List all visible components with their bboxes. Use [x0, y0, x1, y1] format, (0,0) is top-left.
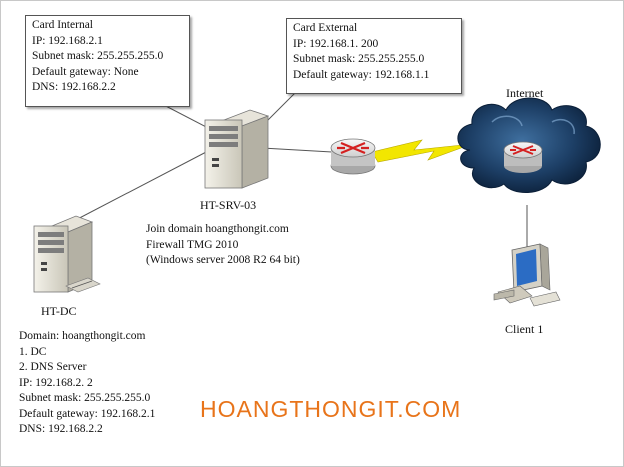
- card-external-ip: IP: 192.168.1. 200: [293, 37, 379, 50]
- server-tower-srv-icon: [204, 109, 270, 189]
- server-tower-dc-icon: [33, 215, 101, 293]
- card-internal-subnet: Subnet mask: 255.255.255.0: [32, 50, 164, 62]
- link-dc-srv: [67, 149, 211, 225]
- card-external-title: Card External: [293, 22, 358, 34]
- ht-dc-domain: Domain: hoangthongit.com: [19, 330, 146, 342]
- card-internal-title: Card Internal: [32, 19, 93, 31]
- router-icon: [330, 138, 376, 175]
- client-computer-icon: [493, 243, 561, 307]
- ht-srv-join: Join domain hoangthongit.com: [146, 223, 289, 235]
- ht-dc-subnet: Subnet mask: 255.255.255.0: [19, 392, 151, 404]
- card-internal-gateway: Default gateway: None: [32, 65, 139, 78]
- ht-dc-role-dc: 1. DC: [19, 345, 47, 358]
- card-external-callout: Card External IP: 192.168.1. 200 Subnet …: [286, 18, 462, 94]
- brand-watermark: HOANGTHONGIT.COM: [200, 396, 462, 422]
- card-internal-dns: DNS: 192.168.2.2: [32, 81, 116, 93]
- card-external-gateway: Default gateway: 192.168.1.1: [293, 68, 430, 81]
- ht-dc-role-dns: 2. DNS Server: [19, 361, 87, 373]
- internet-router-icon: [503, 141, 543, 173]
- ht-dc-dns: DNS: 192.168.2.2: [19, 423, 103, 435]
- ht-dc-gateway: Default gateway: 192.168.2.1: [19, 407, 156, 420]
- ht-srv-notes: Join domain hoangthongit.com Firewall TM…: [146, 222, 300, 269]
- link-srv-router: [261, 147, 333, 153]
- ht-dc-notes: Domain: hoangthongit.com 1. DC 2. DNS Se…: [19, 329, 155, 438]
- internet-label: Internet: [506, 86, 544, 100]
- card-external-subnet: Subnet mask: 255.255.255.0: [293, 53, 425, 65]
- ht-srv-label: HT-SRV-03: [200, 198, 257, 212]
- link-callout-internal: [159, 102, 213, 131]
- ht-srv-os: (Windows server 2008 R2 64 bit): [146, 254, 300, 266]
- card-internal-ip: IP: 192.168.2.1: [32, 34, 103, 47]
- lightning-bolt-icon: [371, 139, 473, 163]
- ht-dc-ip: IP: 192.168.2. 2: [19, 376, 93, 389]
- connection-lines: [67, 89, 528, 250]
- client-label: Client 1: [505, 322, 544, 336]
- ht-srv-firewall: Firewall TMG 2010: [146, 238, 239, 251]
- card-internal-callout: Card Internal IP: 192.168.2.1 Subnet mas…: [25, 15, 190, 107]
- ht-dc-label: HT-DC: [41, 304, 77, 318]
